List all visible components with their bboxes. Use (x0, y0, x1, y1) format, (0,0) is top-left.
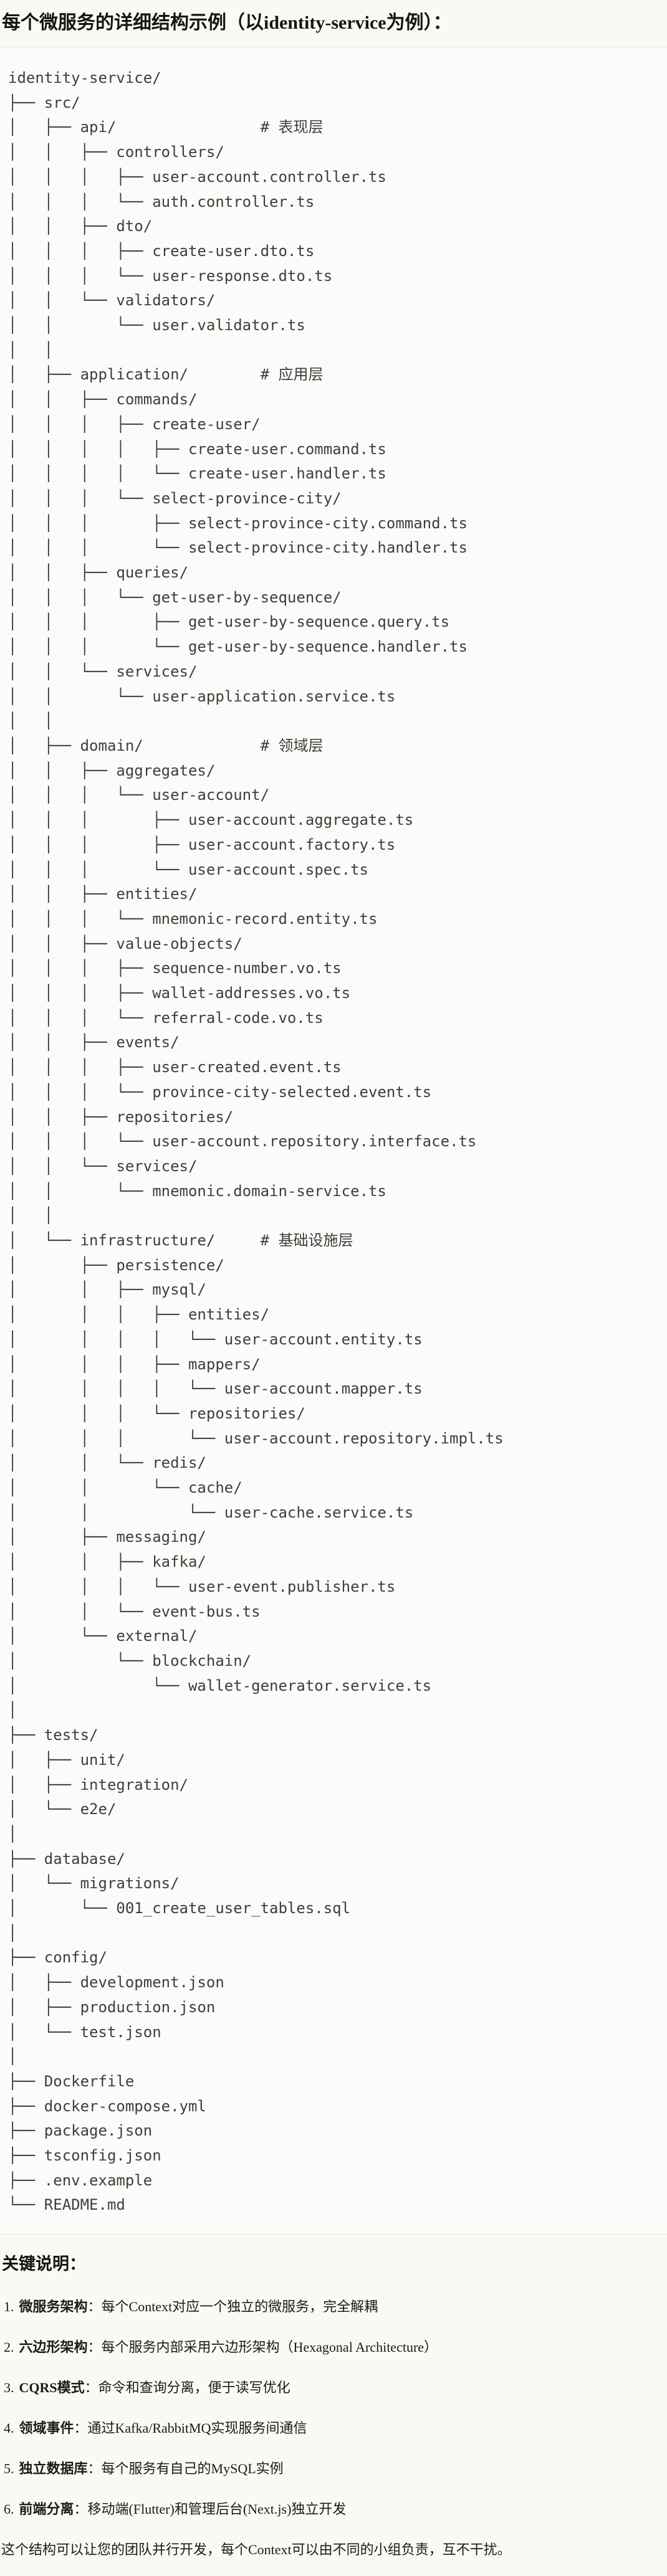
note-label: 领域事件 (19, 2420, 74, 2436)
note-text: ：移动端(Flutter)和管理后台(Next.js)独立开发 (74, 2501, 347, 2517)
note-number: 4. (4, 2420, 14, 2436)
note-label: 前端分离 (19, 2501, 74, 2517)
note-label: 独立数据库 (19, 2461, 88, 2477)
note-text: ：每个服务有自己的MySQL实例 (87, 2461, 284, 2477)
file-tree-block: identity-service/ ├── src/ │ ├── api/ # … (0, 47, 667, 2235)
notes-heading: 关键说明： (2, 2255, 86, 2274)
page-title: 每个微服务的详细结构示例（以identity-service为例）： (2, 12, 452, 33)
file-tree: identity-service/ ├── src/ │ ├── api/ # … (8, 69, 504, 2214)
note-number: 6. (4, 2501, 14, 2517)
note-text: ：通过Kafka/RabbitMQ实现服务间通信 (74, 2420, 307, 2436)
note-text: ：每个服务内部采用六边形架构（Hexagonal Architecture） (87, 2339, 438, 2355)
note-item-independent-db: 5. 独立数据库：每个服务有自己的MySQL实例 (0, 2460, 667, 2478)
note-label: 微服务架构 (19, 2299, 88, 2315)
note-number: 1. (4, 2299, 14, 2315)
note-number: 5. (4, 2461, 14, 2477)
note-item-domain-events: 4. 领域事件：通过Kafka/RabbitMQ实现服务间通信 (0, 2419, 667, 2437)
closing-paragraph: 这个结构可以让您的团队并行开发，每个Context可以由不同的小组负责，互不干扰… (1, 2542, 511, 2558)
note-text: ：每个Context对应一个独立的微服务，完全解耦 (87, 2299, 378, 2315)
note-text: ：命令和查询分离，便于读写优化 (84, 2380, 290, 2396)
note-item-hexagonal: 2. 六边形架构：每个服务内部采用六边形架构（Hexagonal Architec… (0, 2338, 667, 2356)
note-item-frontend-split: 6. 前端分离：移动端(Flutter)和管理后台(Next.js)独立开发 (0, 2500, 667, 2518)
note-label: 六边形架构 (19, 2339, 88, 2355)
note-number: 2. (4, 2339, 14, 2355)
note-label: CQRS模式 (19, 2380, 85, 2396)
note-item-cqrs: 3. CQRS模式：命令和查询分离，便于读写优化 (0, 2379, 667, 2397)
note-item-microservices: 1. 微服务架构：每个Context对应一个独立的微服务，完全解耦 (0, 2298, 667, 2316)
note-number: 3. (4, 2380, 14, 2396)
